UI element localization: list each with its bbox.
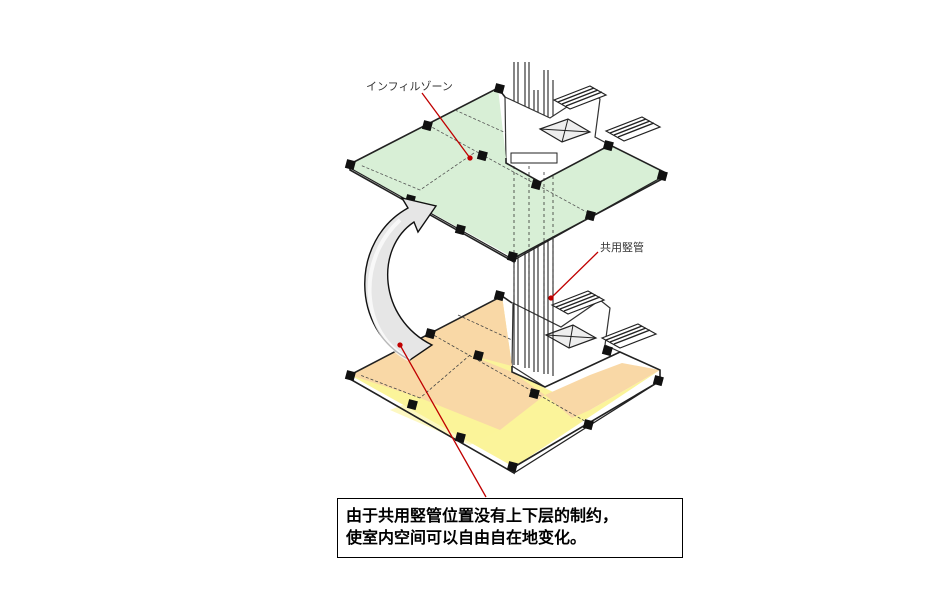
lower-zone-orange-center — [420, 355, 545, 430]
leader-shared-pipe-dot — [548, 295, 554, 301]
upper-stair-2 — [604, 116, 662, 142]
upper-core-box — [538, 118, 592, 143]
lower-slab-thickness — [349, 378, 661, 474]
leader-shared-pipe — [550, 251, 599, 299]
lower-stair-2 — [600, 323, 658, 349]
caption-line-1: 由于共用竪管位置没有上下层的制约， — [346, 506, 619, 525]
lower-columns — [344, 290, 664, 473]
leader-caption-dot — [397, 342, 403, 348]
leader-caption — [399, 344, 487, 498]
lower-core-box — [544, 324, 598, 349]
upper-stair-1 — [552, 85, 608, 110]
leader-lines — [397, 92, 599, 498]
upper-floor — [344, 83, 668, 310]
leader-infill-zone-dot — [467, 155, 473, 161]
label-shared-pipe: 共用竪管 — [600, 240, 644, 254]
caption-line-2: 使室内空间可以自由自在地变化。 — [346, 528, 587, 547]
lower-zone-orange-right — [545, 363, 660, 418]
caption-box: 由于共用竪管位置没有上下层的制约， 使室内空间可以自由自在地变化。 — [337, 498, 683, 558]
leader-infill-zone — [421, 92, 471, 159]
lower-zone-orange-left — [350, 333, 470, 398]
label-infill-zone: インフィルゾーン — [366, 80, 453, 93]
lower-grid-lines — [359, 314, 591, 425]
lower-zone-orange-back — [430, 296, 512, 366]
move-arrow — [364, 196, 438, 362]
pipe-projection-lines — [513, 160, 554, 310]
upper-grid-lines — [359, 109, 591, 215]
lower-zone-yellow-center — [390, 398, 500, 445]
upper-pipe-collars — [510, 152, 558, 164]
lower-floor — [344, 290, 664, 475]
lower-stair-1 — [550, 290, 606, 315]
